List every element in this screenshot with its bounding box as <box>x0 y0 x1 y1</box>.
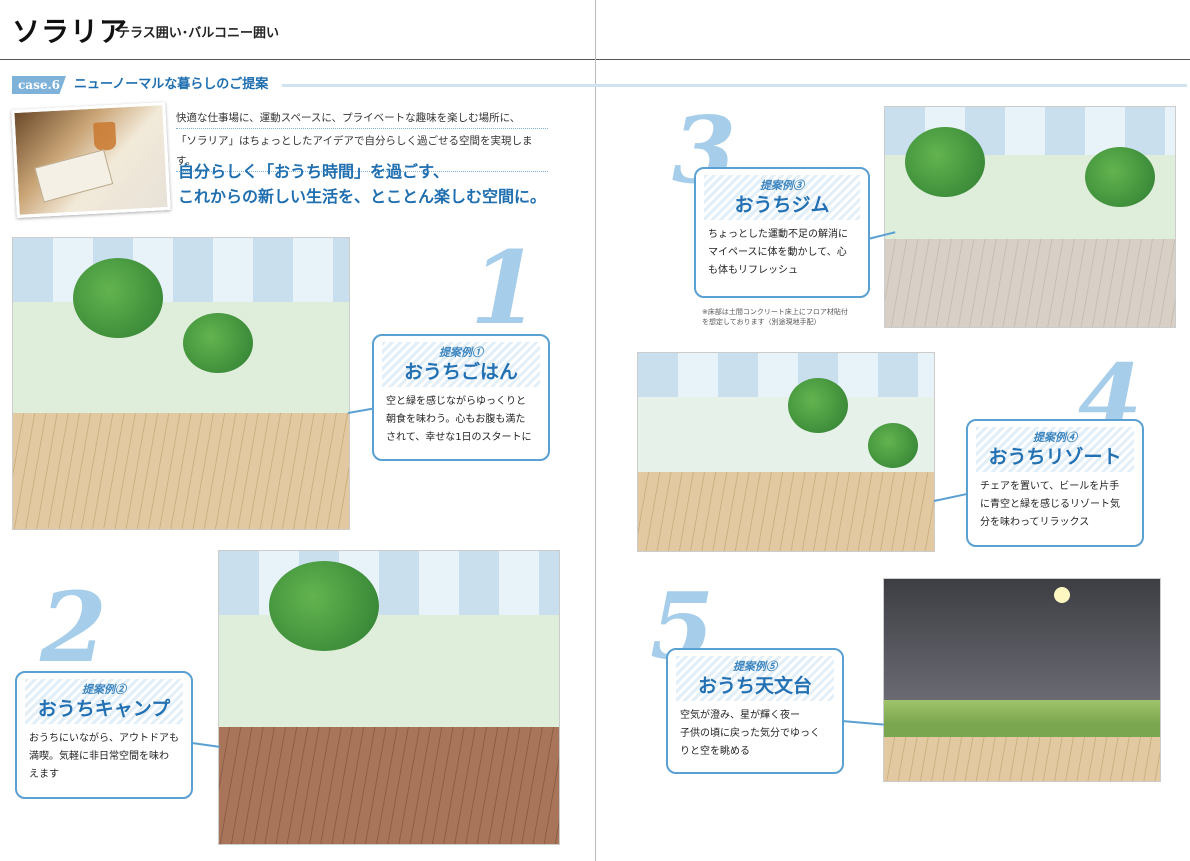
callout-ouchi-gohan: 提案例① おうちごはん 空と緑を感じながらゆっくりと 朝食を味わう。心もお腹も満… <box>372 334 550 461</box>
callout-ouchi-gym: 提案例③ おうちジム ちょっとした運動不足の解消に マイペースに体を動かして、心… <box>694 167 870 298</box>
proposal-title-5: おうち天文台 <box>697 675 812 697</box>
proposal-label-5: 提案例⑤ <box>733 660 777 673</box>
brand-title: ソラリア <box>12 15 129 48</box>
proposal-number-1: 1 <box>470 229 540 347</box>
lead-line-1: 自分らしく「おうち時間」を過ごす、 <box>178 162 449 181</box>
proposal-number-2: 2 <box>40 571 107 684</box>
callout-pointer-5 <box>841 720 884 726</box>
proposal-title-3: おうちジム <box>734 194 830 216</box>
case-title: ニューノーマルな暮らしのご提案 <box>74 77 269 92</box>
scene-ouchi-gym <box>884 106 1176 328</box>
floor-note: ※床部は土間コンクリート床上にフロア材貼付 を想定しております（別途現地手配） <box>702 308 848 326</box>
callout-ouchi-resort: 提案例④ おうちリゾート チェアを置いて、ビールを片手 に青空と緑を感じるリゾー… <box>966 419 1144 547</box>
proposal-text-2: おうちにいながら、アウトドアも 満喫。気軽に非日常空間を味わ えます <box>29 733 179 780</box>
callout-pointer-4 <box>933 492 968 502</box>
lead-line-2: これからの新しい生活を、とことん楽しむ空間に。 <box>178 187 547 206</box>
scene-ouchi-gohan <box>12 237 350 530</box>
intro-line-1: 快適な仕事場に、運動スペースに、プライベートな趣味を楽しむ場所に、 <box>176 108 548 129</box>
proposal-label-4: 提案例④ <box>1033 431 1077 444</box>
tea-cup-image <box>93 121 117 151</box>
proposal-label-1: 提案例① <box>439 346 483 359</box>
intro-line-2: 「ソラリア」はちょっとしたアイデアで自分らしく過ごせる空間を実現します。 <box>176 131 548 172</box>
proposal-text-3: ちょっとした運動不足の解消に マイペースに体を動かして、心 も体もリフレッシュ <box>708 229 848 276</box>
scene-ouchi-resort <box>637 352 935 552</box>
scene-ouchi-observatory <box>883 578 1161 782</box>
proposal-title-4: おうちリゾート <box>988 446 1122 468</box>
proposal-text-1: 空と緑を感じながらゆっくりと 朝食を味わう。心もお腹も満た されて、幸せな1日の… <box>386 396 532 443</box>
callout-pointer-1 <box>347 407 374 414</box>
proposal-title-2: おうちキャンプ <box>37 698 171 720</box>
proposal-title-1: おうちごはん <box>403 361 518 383</box>
scene-ouchi-camp <box>218 550 560 845</box>
case-tag: case.6 <box>12 76 66 94</box>
callout-ouchi-observatory: 提案例⑤ おうち天文台 空気が澄み、星が輝く夜ー 子供の頃に戻った気分でゆっく … <box>666 648 844 774</box>
proposal-label-2: 提案例② <box>82 683 126 696</box>
callout-pointer-2 <box>191 742 220 748</box>
intro-photo <box>11 102 171 218</box>
callout-ouchi-camp: 提案例② おうちキャンプ おうちにいながら、アウトドアも 満喫。気軽に非日常空間… <box>15 671 193 799</box>
proposal-text-5: 空気が澄み、星が輝く夜ー 子供の頃に戻った気分でゆっく りと空を眺める <box>680 710 820 757</box>
brand-subtitle: テラス囲い･バルコニー囲い <box>117 26 279 41</box>
page-spine <box>595 0 596 861</box>
proposal-text-4: チェアを置いて、ビールを片手 に青空と緑を感じるリゾート気 分を味わってリラック… <box>980 481 1120 528</box>
book-image <box>34 149 114 203</box>
case-rule <box>282 84 1187 87</box>
proposal-label-3: 提案例③ <box>760 179 804 192</box>
